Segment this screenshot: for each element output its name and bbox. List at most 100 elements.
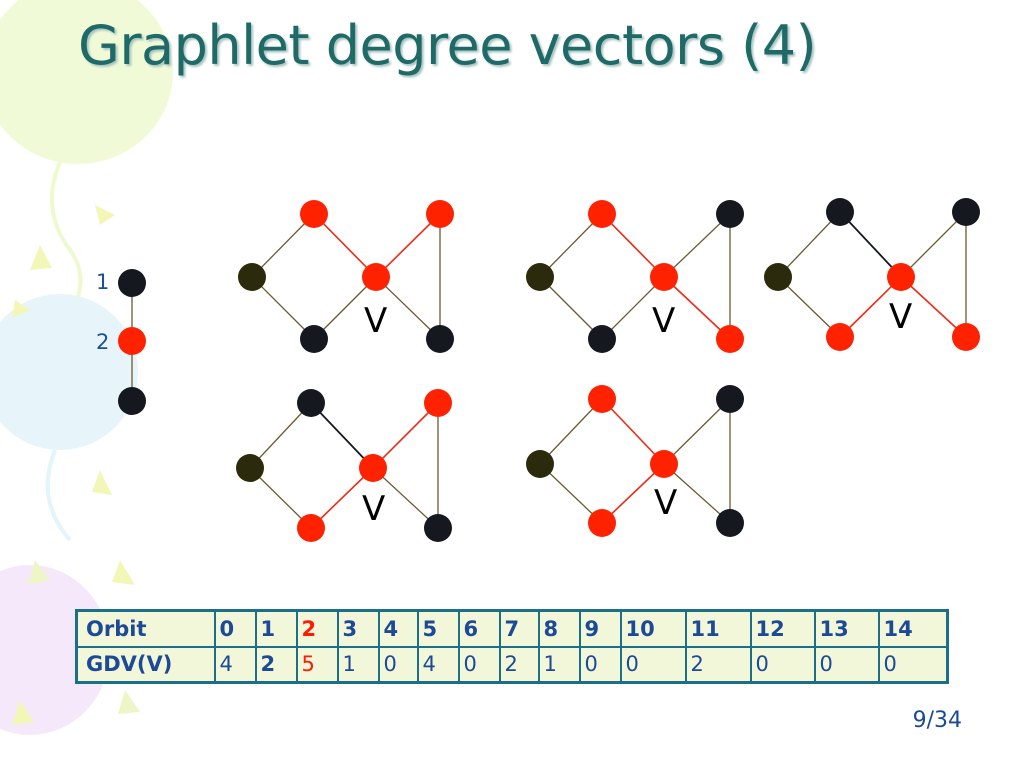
orbit-cell: 4 (377, 609, 419, 648)
graph-panel-3: V (764, 198, 980, 351)
balloon-blue (0, 294, 138, 450)
gdv-cell: 1 (537, 645, 581, 684)
gdv-cell: 0 (377, 645, 419, 684)
dark-edge (839, 211, 902, 278)
gdv-cell: 1 (336, 645, 380, 684)
confetti (92, 470, 112, 495)
node-highlight (716, 325, 744, 353)
node-dark (424, 514, 452, 542)
gdv-cell: 4 (416, 645, 460, 684)
orbit-cell: 12 (749, 609, 816, 648)
node-v (650, 263, 678, 291)
node-v (650, 450, 678, 478)
graph-edge (249, 467, 312, 529)
gdv-table: Orbit 0 1 2 3 4 5 6 7 8 9 10 11 12 13 14… (75, 609, 949, 684)
graph-edge (663, 463, 731, 524)
graph-edge (539, 276, 603, 340)
gdv-cell: 0 (813, 645, 880, 684)
graph-edge (601, 276, 665, 340)
highlight-edge (601, 463, 665, 524)
highlight-edge (601, 398, 665, 465)
dark-edge (310, 402, 374, 469)
gdv-cell-bold: 2 (254, 645, 298, 684)
node-highlight (300, 200, 328, 228)
slide-title: Graphlet degree vectors (4) (78, 14, 817, 77)
gdv-cell: 0 (578, 645, 622, 684)
node-dark (764, 263, 792, 291)
node-dark (238, 263, 266, 291)
graph-edge (539, 213, 603, 278)
orbit-path-graphlet: 1 2 (96, 269, 146, 415)
highlight-edge (310, 467, 374, 529)
node-end (118, 269, 146, 297)
node-v (362, 263, 390, 291)
gdv-cell: 0 (457, 645, 501, 684)
confetti (12, 300, 30, 318)
confetti (30, 245, 52, 270)
gdv-cell-highlight: 5 (295, 645, 339, 684)
gdv-cell: 0 (749, 645, 816, 684)
gdv-cell: 0 (619, 645, 687, 684)
node-dark (300, 325, 328, 353)
node-dark (716, 200, 744, 228)
highlight-edge (375, 213, 441, 278)
graph-edge (313, 276, 377, 340)
highlight-edge (313, 213, 377, 278)
highlight-edge (601, 213, 665, 278)
node-highlight (424, 389, 452, 417)
graph-panel-1: V (238, 200, 454, 353)
node-highlight (588, 509, 616, 537)
graph-edge (249, 402, 312, 469)
orbit-cell: 6 (457, 609, 501, 648)
node-highlight (952, 323, 980, 351)
node-dark (297, 389, 325, 417)
gdv-cell: 4 (213, 645, 257, 684)
node-dark (716, 509, 744, 537)
gdv-cell: 2 (498, 645, 540, 684)
graph-panel-4: V (236, 389, 452, 542)
orbit-cell: 8 (537, 609, 581, 648)
node-dark (826, 198, 854, 226)
graph-panel-2: V (526, 200, 744, 353)
orbit-cell-highlight: 2 (295, 609, 339, 648)
gdv-cell: 2 (684, 645, 752, 684)
node-end (118, 387, 146, 415)
highlight-edge (839, 276, 902, 338)
orbit-cell: 5 (416, 609, 460, 648)
graph-edge (777, 276, 841, 338)
node-dark (426, 325, 454, 353)
balloon-yellow (0, 0, 173, 164)
confetti (118, 690, 140, 714)
node-highlight (426, 200, 454, 228)
graph-edge (663, 398, 731, 465)
node-highlight (588, 200, 616, 228)
orbit-cell: 7 (498, 609, 540, 648)
node-highlight (588, 385, 616, 413)
orbit-label-1: 1 (96, 270, 109, 294)
node-highlight (826, 323, 854, 351)
orbit-cell: 3 (336, 609, 380, 648)
orbit-cell: 1 (254, 609, 298, 648)
orbit-cell: 11 (684, 609, 752, 648)
v-label: V (654, 483, 677, 523)
v-label: V (652, 301, 675, 341)
node-v (887, 263, 915, 291)
highlight-edge (372, 402, 439, 469)
node-middle (118, 327, 146, 355)
confetti (12, 700, 34, 725)
node-dark (952, 198, 980, 226)
orbit-cell: 14 (877, 609, 949, 648)
node-dark (588, 325, 616, 353)
orbit-row: Orbit 0 1 2 3 4 5 6 7 8 9 10 11 12 13 14 (75, 609, 949, 648)
highlight-edge (663, 276, 731, 340)
orbit-cell: 9 (578, 609, 622, 648)
orbit-label-2: 2 (96, 330, 109, 354)
gdv-cell: 0 (877, 645, 949, 684)
graph-edge (539, 463, 603, 524)
graph-edge (539, 398, 603, 465)
gdv-row: GDV(V) 4 2 5 1 0 4 0 2 1 0 0 2 0 0 0 (75, 645, 949, 684)
graph-edge (251, 276, 315, 340)
gdv-row-header: GDV(V) (75, 645, 216, 684)
node-dark (526, 450, 554, 478)
